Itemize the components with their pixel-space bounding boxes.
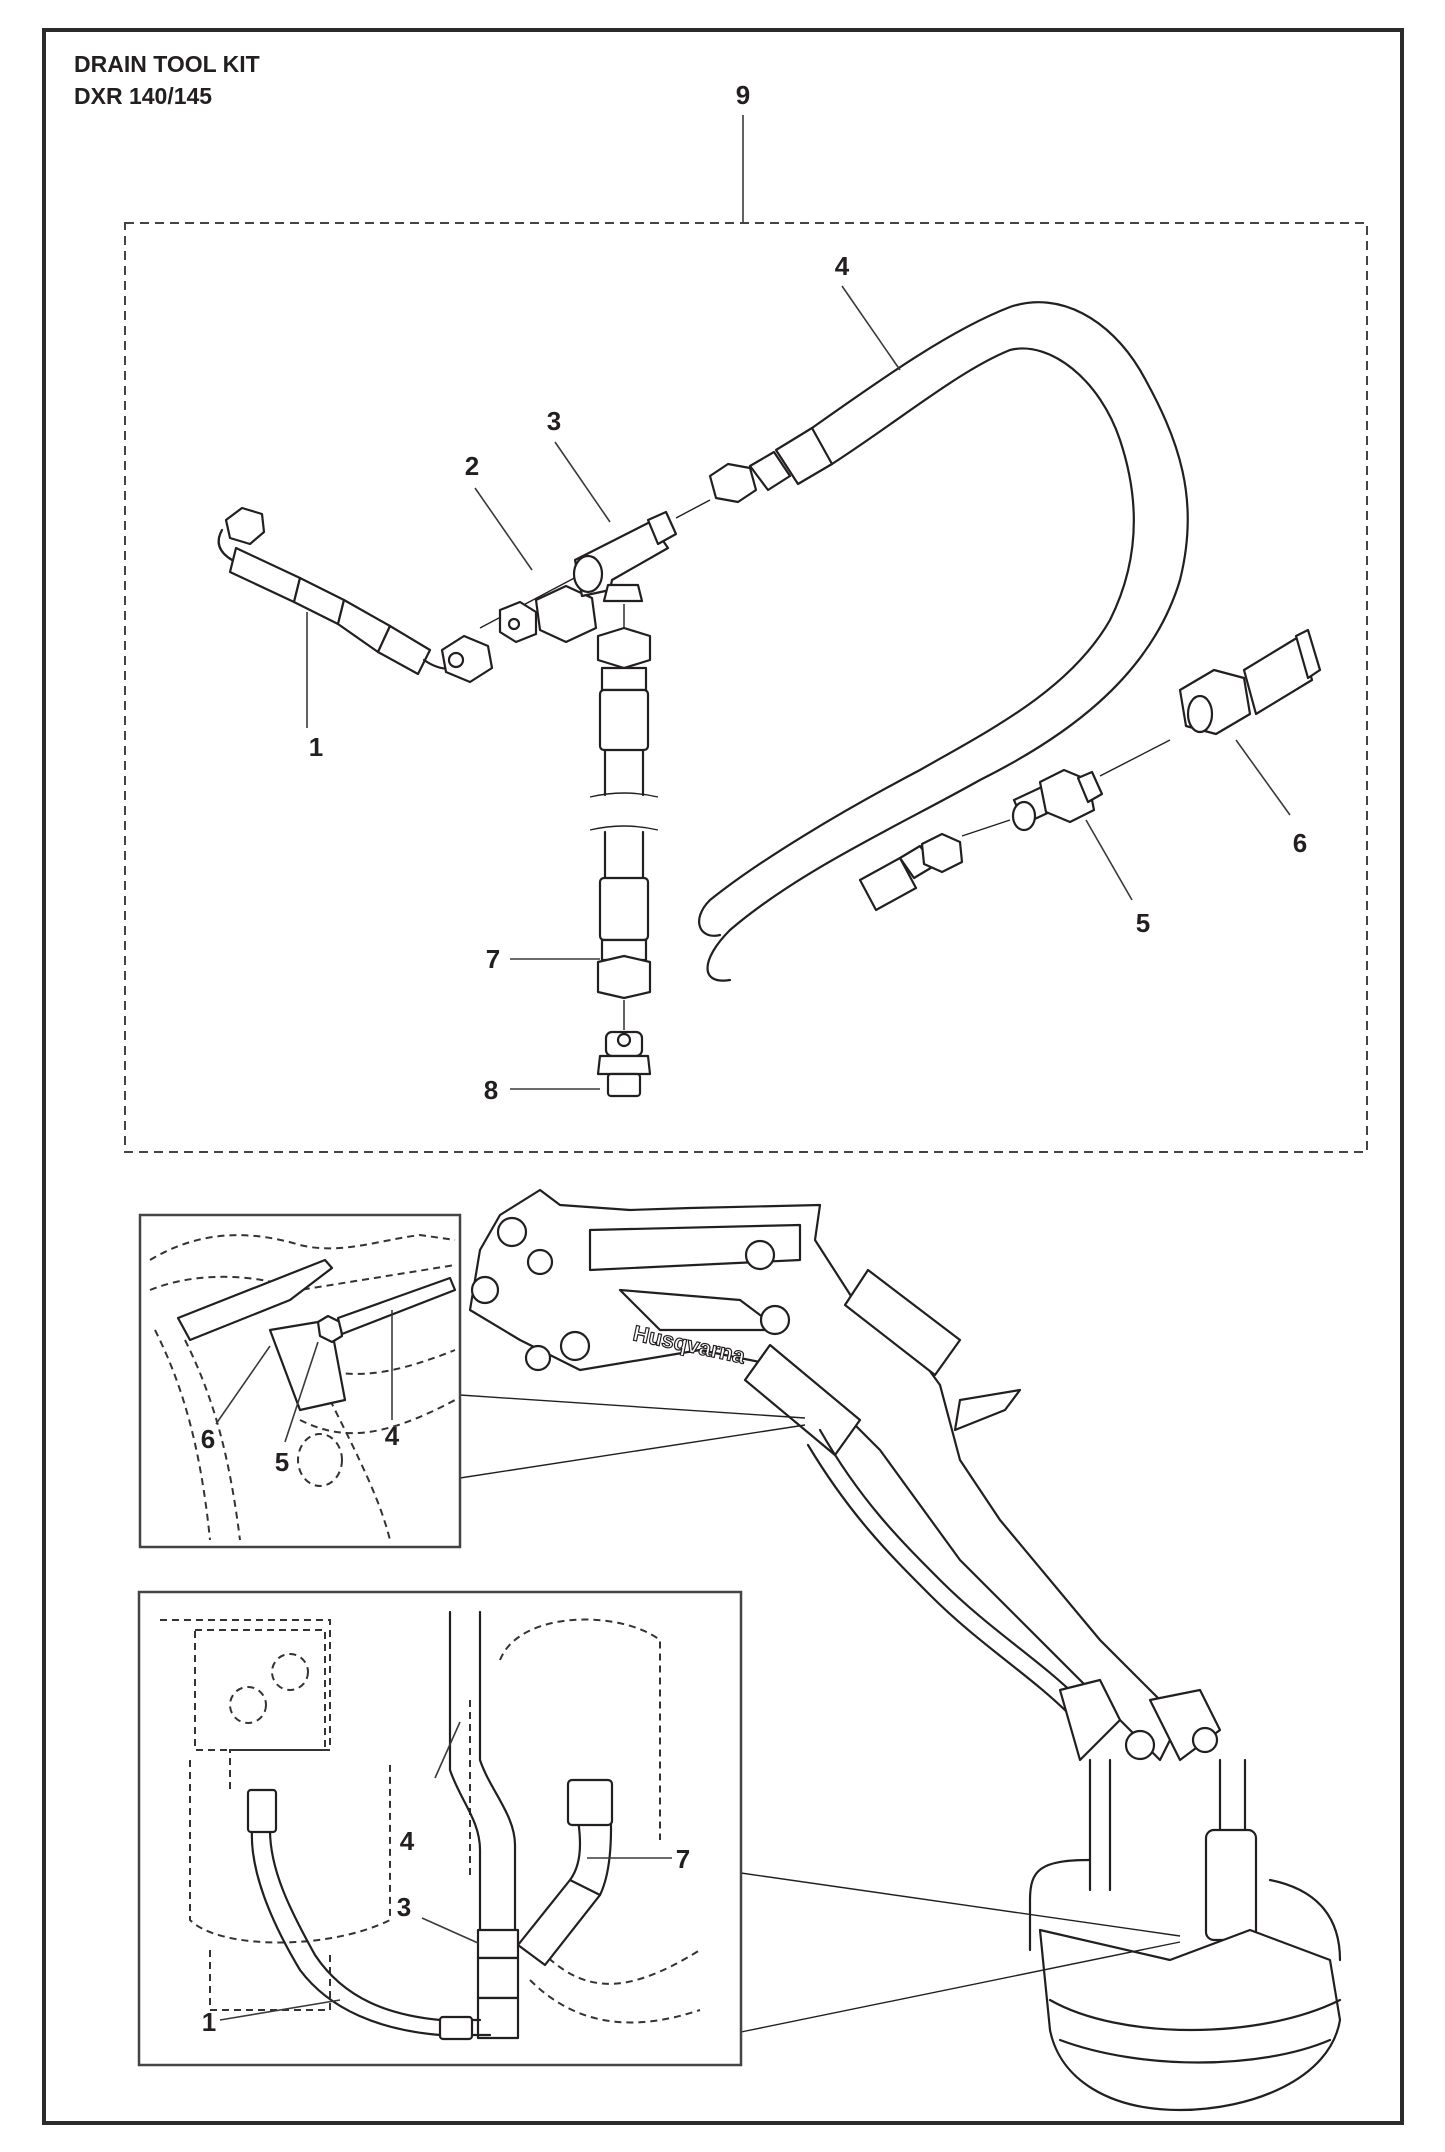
leader-3 xyxy=(554,441,611,523)
part-8-nipple xyxy=(596,1030,652,1098)
callout-5: 5 xyxy=(1136,908,1150,938)
title-block: DRAIN TOOL KIT DXR 140/145 xyxy=(74,48,260,112)
inset-upper-callout-4: 4 xyxy=(385,1421,400,1451)
inset-lower-leader-4 xyxy=(434,1721,461,1779)
callout-6: 6 xyxy=(1293,828,1307,858)
kit-dashed-box xyxy=(124,222,1368,1153)
inset-upper-callout-5: 5 xyxy=(275,1447,289,1477)
inset-lower-callout-1: 1 xyxy=(202,2007,216,2037)
page-frame xyxy=(42,28,1404,2125)
part-3-tee xyxy=(572,499,711,603)
detail-inset-lower: 4 7 3 1 xyxy=(137,1590,743,2067)
callout-9: 9 xyxy=(736,80,750,110)
callout-7: 7 xyxy=(486,944,500,974)
inset-upper-leader-6 xyxy=(215,1345,271,1425)
inset-lower-leader-3 xyxy=(421,1917,479,1944)
leader-5 xyxy=(1085,819,1133,901)
callout-8: 8 xyxy=(484,1075,498,1105)
part-5-bulkhead xyxy=(961,739,1171,837)
leader-2 xyxy=(474,487,533,571)
inset-lower-leader-1 xyxy=(219,1999,341,2021)
part-6-coupling xyxy=(1178,628,1322,736)
callout-3: 3 xyxy=(547,406,561,436)
inset-lower-callout-7: 7 xyxy=(676,1844,690,1874)
part-4-long-hose xyxy=(698,301,1189,982)
inset-upper-callout-6: 6 xyxy=(201,1424,215,1454)
machine-illustration: Husqvarna xyxy=(459,1188,1342,2112)
callout-4: 4 xyxy=(835,251,850,281)
document-title: DRAIN TOOL KIT xyxy=(74,51,260,77)
inset-upper-leader-5 xyxy=(284,1341,319,1443)
part-7-vertical-hose xyxy=(589,604,659,1030)
kit-group: 9 xyxy=(124,80,1368,1153)
callout-2: 2 xyxy=(465,451,479,481)
model-name: DXR 140/145 xyxy=(74,83,213,109)
part-2-adapter xyxy=(479,574,598,644)
callout-1: 1 xyxy=(309,732,323,762)
inset-lower-callout-4: 4 xyxy=(400,1826,415,1856)
detail-inset-upper: 6 5 4 xyxy=(138,1213,462,1549)
part-1-hose xyxy=(217,506,494,684)
leader-6 xyxy=(1235,739,1291,816)
inset-lower-callout-3: 3 xyxy=(397,1892,411,1922)
leader-4 xyxy=(841,285,901,371)
